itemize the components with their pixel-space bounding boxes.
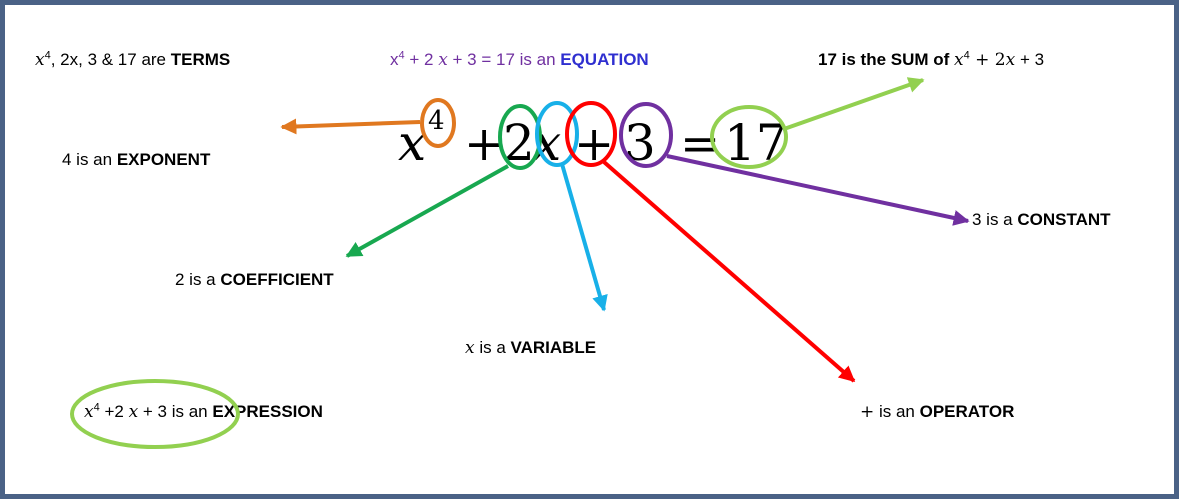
terms-label: x4, 2x, 3 & 17 are TERMS [35,49,231,70]
coefficient-circle [498,104,542,170]
exponent-circle [420,98,456,148]
sum-circle [710,105,788,169]
coefficient-arrow [345,164,509,258]
exponent-label: 4 is an EXPONENT [62,150,211,169]
operator-label: + is an OPERATOR [860,402,1015,422]
sum-arrow [783,77,925,131]
operator-arrow [602,160,856,383]
eq-rhs: 17 [724,114,788,172]
exponent-arrow [280,118,421,135]
variable-arrow [560,163,608,312]
eq-plus-1: + [464,116,505,172]
constant-arrow [666,154,970,226]
sum-label: 17 is the SUM of x4 + 2x + 3 [818,49,1045,70]
constant-circle [619,102,673,168]
variable-label: x is a VARIABLE [465,338,597,358]
expression-circle [70,379,240,449]
eq-exponent: 4 [428,106,445,136]
operator-circle [565,101,617,167]
constant-label: 3 is a CONSTANT [972,210,1111,229]
variable-circle [535,101,579,167]
expression-label: x4 +2 x + 3 is an EXPRESSION [84,401,323,422]
coefficient-label: 2 is a COEFFICIENT [175,270,334,289]
equation-label: x4 + 2 x + 3 = 17 is an EQUATION [390,49,649,70]
